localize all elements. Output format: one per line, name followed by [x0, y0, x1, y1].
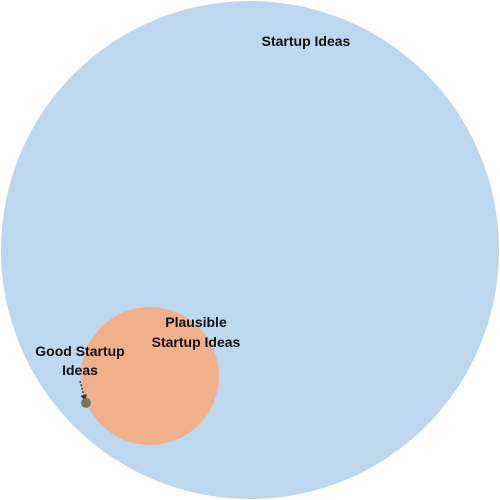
plausible-ideas-label-line1: Plausible — [165, 314, 227, 330]
plausible-ideas-label-line2: Startup Ideas — [152, 334, 241, 350]
good-ideas-dot — [81, 398, 91, 408]
good-ideas-label-line1: Good Startup — [35, 343, 124, 359]
plausible-ideas-circle — [81, 307, 219, 445]
good-ideas-label-line2: Ideas — [62, 362, 98, 378]
startup-ideas-label: Startup Ideas — [262, 33, 351, 49]
